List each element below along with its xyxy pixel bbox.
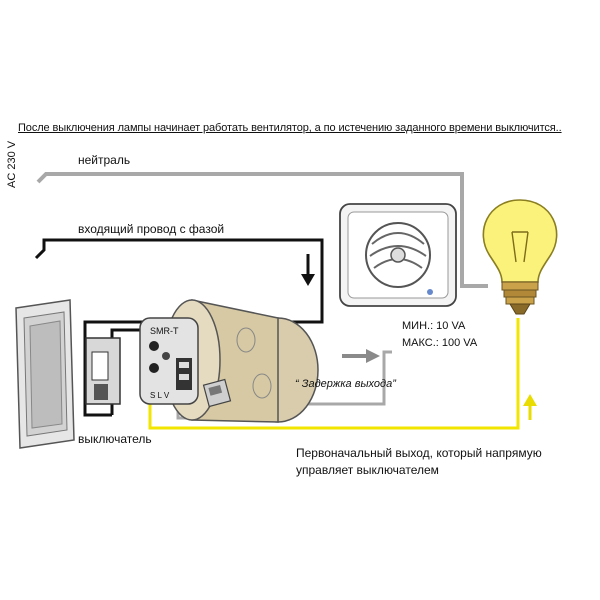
ventilation-fan bbox=[339, 203, 457, 307]
delay-arrow-right bbox=[342, 349, 380, 363]
output-arrow-up bbox=[523, 394, 537, 420]
phase-wire-label: входящий провод с фазой bbox=[78, 222, 225, 236]
delay-output-label: “ Задержка выхода” bbox=[295, 378, 396, 390]
direct-output-label-line1: Первоначальный выход, который напрямую bbox=[296, 446, 542, 460]
wire-connector bbox=[202, 378, 232, 408]
light-bulb bbox=[482, 199, 558, 315]
smr-t-module bbox=[139, 317, 199, 405]
neutral-label: нейтраль bbox=[78, 153, 131, 167]
switch-terminal-block bbox=[85, 337, 121, 405]
direct-output-label-line2: управляет выключателем bbox=[296, 463, 439, 477]
ac-voltage-label: AC 230 V bbox=[6, 140, 18, 188]
diagram-title: После выключения лампы начинает работать… bbox=[18, 122, 562, 134]
output-wire-yellow bbox=[148, 318, 520, 430]
fan-max-power-label: МАКС.: 100 VA bbox=[402, 337, 478, 349]
phase-arrow-down bbox=[301, 254, 315, 286]
module-led-bottom bbox=[149, 363, 159, 373]
switch-label: выключатель bbox=[78, 432, 152, 446]
fan-min-power-label: МИН.: 10 VA bbox=[402, 320, 466, 332]
module-led-top bbox=[149, 341, 159, 351]
phase-wire bbox=[34, 238, 324, 417]
neutral-wire bbox=[36, 172, 488, 288]
wall-switch bbox=[15, 299, 75, 449]
